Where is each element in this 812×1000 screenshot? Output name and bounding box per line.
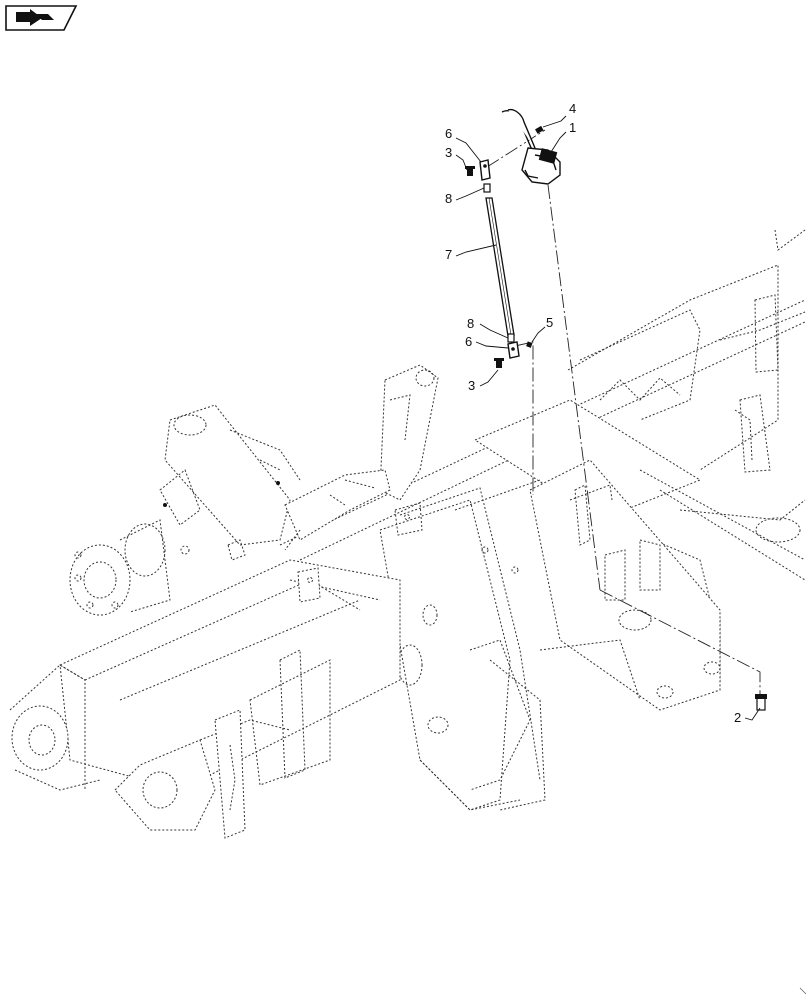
nut-part-8-upper	[483, 183, 491, 193]
callout-4: 4	[569, 101, 576, 116]
callout-6-upper: 6	[445, 126, 452, 141]
pin-part-3-lower	[494, 358, 504, 368]
callout-3-upper: 3	[445, 145, 452, 160]
callout-2: 2	[734, 710, 741, 725]
corner-mark	[799, 987, 807, 995]
callout-6-lower: 6	[465, 334, 472, 349]
clevis-part-6-upper	[479, 159, 491, 181]
callout-8-upper: 8	[445, 191, 452, 206]
bolt-part-2	[755, 694, 767, 711]
callout-8-lower: 8	[467, 316, 474, 331]
rod-part-7	[485, 197, 515, 337]
bolt-part-4	[535, 125, 544, 134]
callout-labels: 4 1 6 3 8 7 8 5 6 3 2	[445, 101, 741, 725]
control-lever-part-1	[501, 108, 561, 185]
nut-part-8-lower	[507, 333, 515, 343]
assembly-axis-lines	[486, 129, 761, 700]
pin-part-3-upper	[465, 166, 475, 176]
return-arrow-icon	[16, 9, 54, 26]
fitting-part-5	[526, 341, 533, 348]
clevis-part-6-lower	[507, 341, 520, 359]
leader-lines	[455, 115, 761, 721]
callout-1: 1	[569, 120, 576, 135]
nav-icon-button[interactable]	[5, 5, 78, 31]
chassis-frame-ghost	[9, 229, 806, 839]
callout-5: 5	[546, 315, 553, 330]
callout-7: 7	[445, 247, 452, 262]
callout-3-lower: 3	[468, 378, 475, 393]
